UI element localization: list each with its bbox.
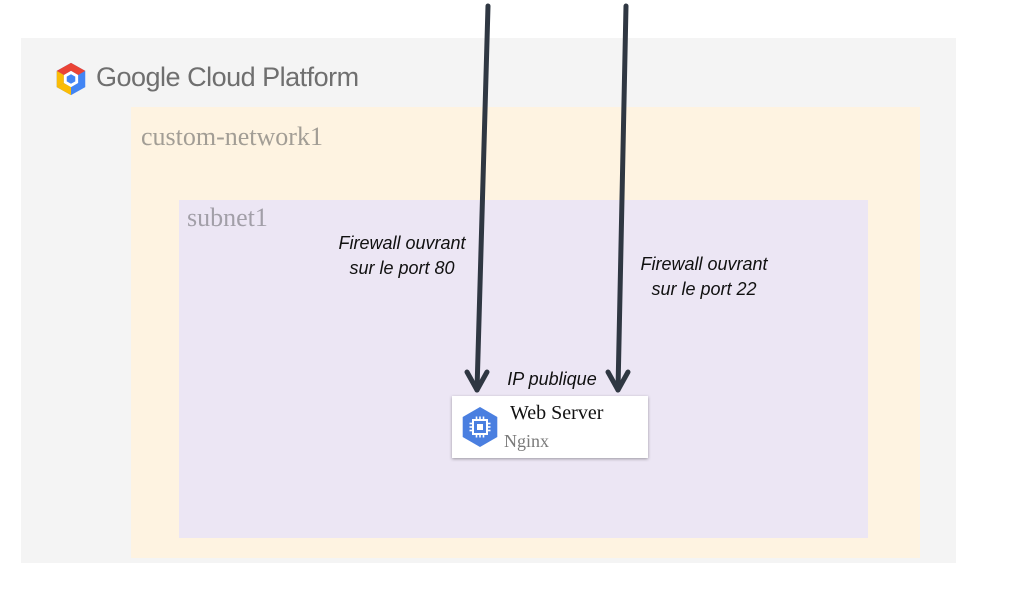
subnet-container — [179, 200, 868, 538]
compute-engine-icon — [462, 407, 498, 447]
platform-title: Google Cloud Platform — [96, 62, 359, 92]
firewall-port-22-label: Firewall ouvrant sur le port 22 — [626, 252, 782, 302]
firewall-port-22-line2: sur le port 22 — [651, 279, 757, 299]
gcp-logo-icon — [56, 62, 86, 96]
firewall-port-80-line2: sur le port 80 — [349, 258, 455, 278]
subnet-label: subnet1 — [187, 203, 268, 232]
firewall-port-80-label: Firewall ouvrant sur le port 80 — [324, 231, 480, 281]
network-label: custom-network1 — [141, 122, 323, 151]
server-software: Nginx — [504, 431, 549, 451]
public-ip-label: IP publique — [507, 369, 597, 389]
web-server-node: Web Server Nginx — [452, 396, 648, 458]
firewall-port-80-line1: Firewall ouvrant — [338, 233, 466, 253]
server-name: Web Server — [510, 402, 604, 424]
firewall-port-22-line1: Firewall ouvrant — [640, 254, 768, 274]
